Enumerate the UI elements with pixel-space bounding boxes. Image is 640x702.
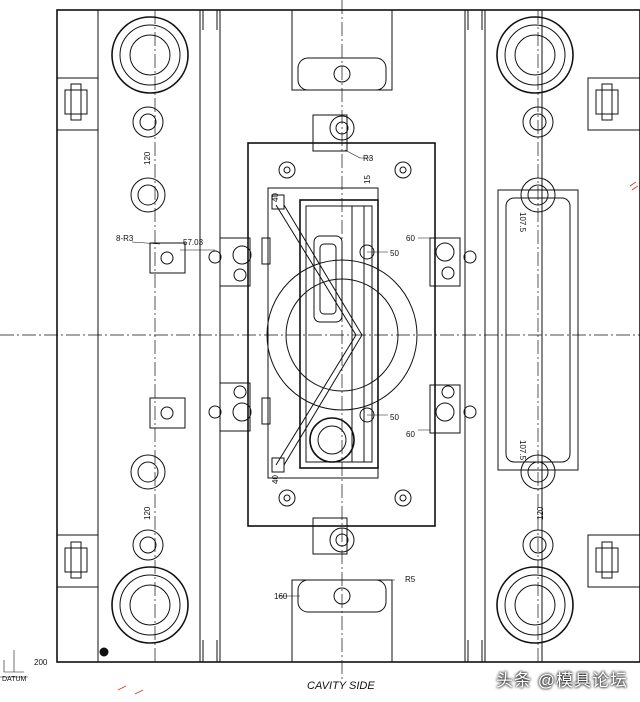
side-bolt-rt: [596, 84, 618, 120]
dim-160: 160: [274, 592, 288, 601]
guide-bush-tr: [497, 17, 573, 93]
insert-screw-br: [395, 490, 411, 506]
watermark: 头条 @模具论坛: [496, 666, 628, 691]
rail-ends-bottom: [203, 640, 482, 662]
lifter-pin-bottom: [272, 458, 284, 472]
stop-pad-l1: [262, 238, 270, 264]
red-mark-bottom: [118, 686, 143, 694]
sprue-bush-bottom: [313, 518, 354, 554]
return-pin-l4: [133, 530, 163, 560]
dim-57: 57.03: [183, 238, 204, 247]
return-pin-l1: [133, 107, 163, 137]
red-mark-right: [630, 182, 638, 190]
dim-120-right-bottom: 120: [536, 506, 545, 520]
cavity-pocket: [268, 188, 378, 478]
cavity-core-inner: [306, 206, 372, 462]
return-pin-l2: [131, 178, 165, 212]
insert-screw-tr: [395, 162, 411, 178]
guide-bush-br: [497, 567, 573, 643]
rail-ends: [203, 10, 482, 30]
cavity-rib: [352, 206, 364, 462]
cavity-plate-outline: [98, 10, 542, 662]
right-rail: [465, 10, 485, 662]
clamp-block-left-top: [57, 78, 98, 130]
left-rail: [200, 10, 220, 662]
core-boss: [310, 418, 354, 462]
dim-50-top: 50: [390, 249, 399, 258]
dim-50-bottom: 50: [390, 413, 399, 422]
dim-60-bottom: 60: [406, 430, 415, 439]
guide-bush-tl: [112, 17, 188, 93]
dim-107-bottom: 107.5: [518, 440, 527, 461]
dim-60-top: 60: [406, 234, 415, 243]
dim-120-left-top: 120: [143, 151, 152, 165]
datum-origin-mark: [100, 648, 108, 656]
leader-60: [418, 238, 430, 430]
dim-8-r3: 8-R3: [116, 234, 134, 243]
insert-screw-tl: [279, 162, 295, 178]
view-title: CAVITY SIDE: [307, 680, 375, 692]
lock-block-rt: [430, 238, 476, 286]
clamp-block-left-bottom: [57, 535, 98, 587]
dim-107-top: 107.5: [518, 212, 527, 233]
dim-r5-bottom: R5: [405, 575, 416, 584]
dim-15: 15: [363, 175, 372, 184]
guide-bush-bl: [112, 567, 188, 643]
side-bolt-rb: [596, 542, 618, 578]
insert-screw-bl: [279, 490, 295, 506]
sprue-bush-top: [313, 115, 354, 151]
dim-120-left-bottom: 120: [143, 506, 152, 520]
side-bolt-lb: [65, 542, 87, 578]
dim-200: 200: [34, 658, 48, 667]
return-pin-l3: [131, 455, 165, 489]
datum-symbol: [4, 650, 24, 672]
dim-40-bottom: 40: [271, 475, 280, 484]
stop-pad-l2: [262, 398, 270, 424]
dim-r3-top: R3: [363, 154, 374, 163]
side-bolt-lt: [65, 84, 87, 120]
lock-block-rb: [430, 385, 476, 433]
dim-40-top: 40: [271, 193, 280, 202]
